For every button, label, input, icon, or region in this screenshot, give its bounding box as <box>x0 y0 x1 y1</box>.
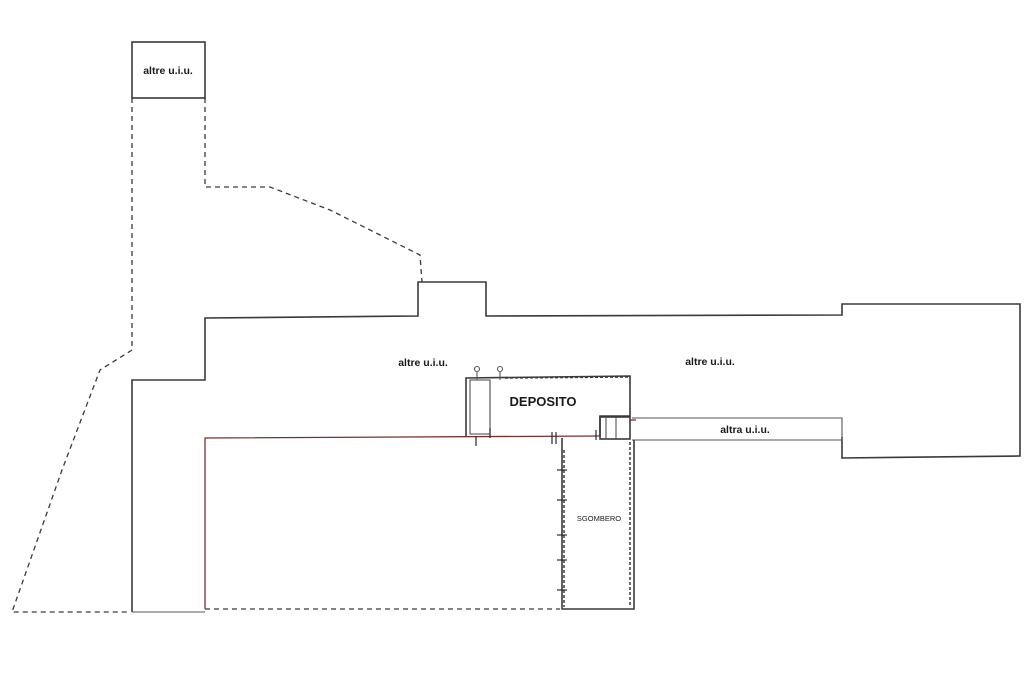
sgombero-walls <box>561 438 635 610</box>
unit-label-left: altre u.i.u. <box>398 357 448 369</box>
corner-box <box>599 416 631 440</box>
corridor-strip <box>632 417 843 441</box>
unit-label-right: altre u.i.u. <box>685 356 735 368</box>
deposito-label: DEPOSITO <box>510 394 577 409</box>
main-outline <box>131 281 1021 612</box>
deposito-fixture-1 <box>473 365 481 373</box>
lower-area-outline <box>204 435 601 609</box>
top-unit-box <box>131 41 206 99</box>
deposito-top-hatch <box>504 376 629 379</box>
dashed-boundary-left <box>11 98 133 613</box>
corridor-label: altra u.i.u. <box>720 424 770 436</box>
deposito-fixture-2 <box>496 365 504 373</box>
sgombero-label: SGOMBERO <box>577 514 621 523</box>
dashed-boundary-upper <box>204 98 423 283</box>
wall-ticks <box>475 428 597 591</box>
top-unit-label: altre u.i.u. <box>143 65 193 77</box>
deposito-cabinet <box>469 379 491 435</box>
